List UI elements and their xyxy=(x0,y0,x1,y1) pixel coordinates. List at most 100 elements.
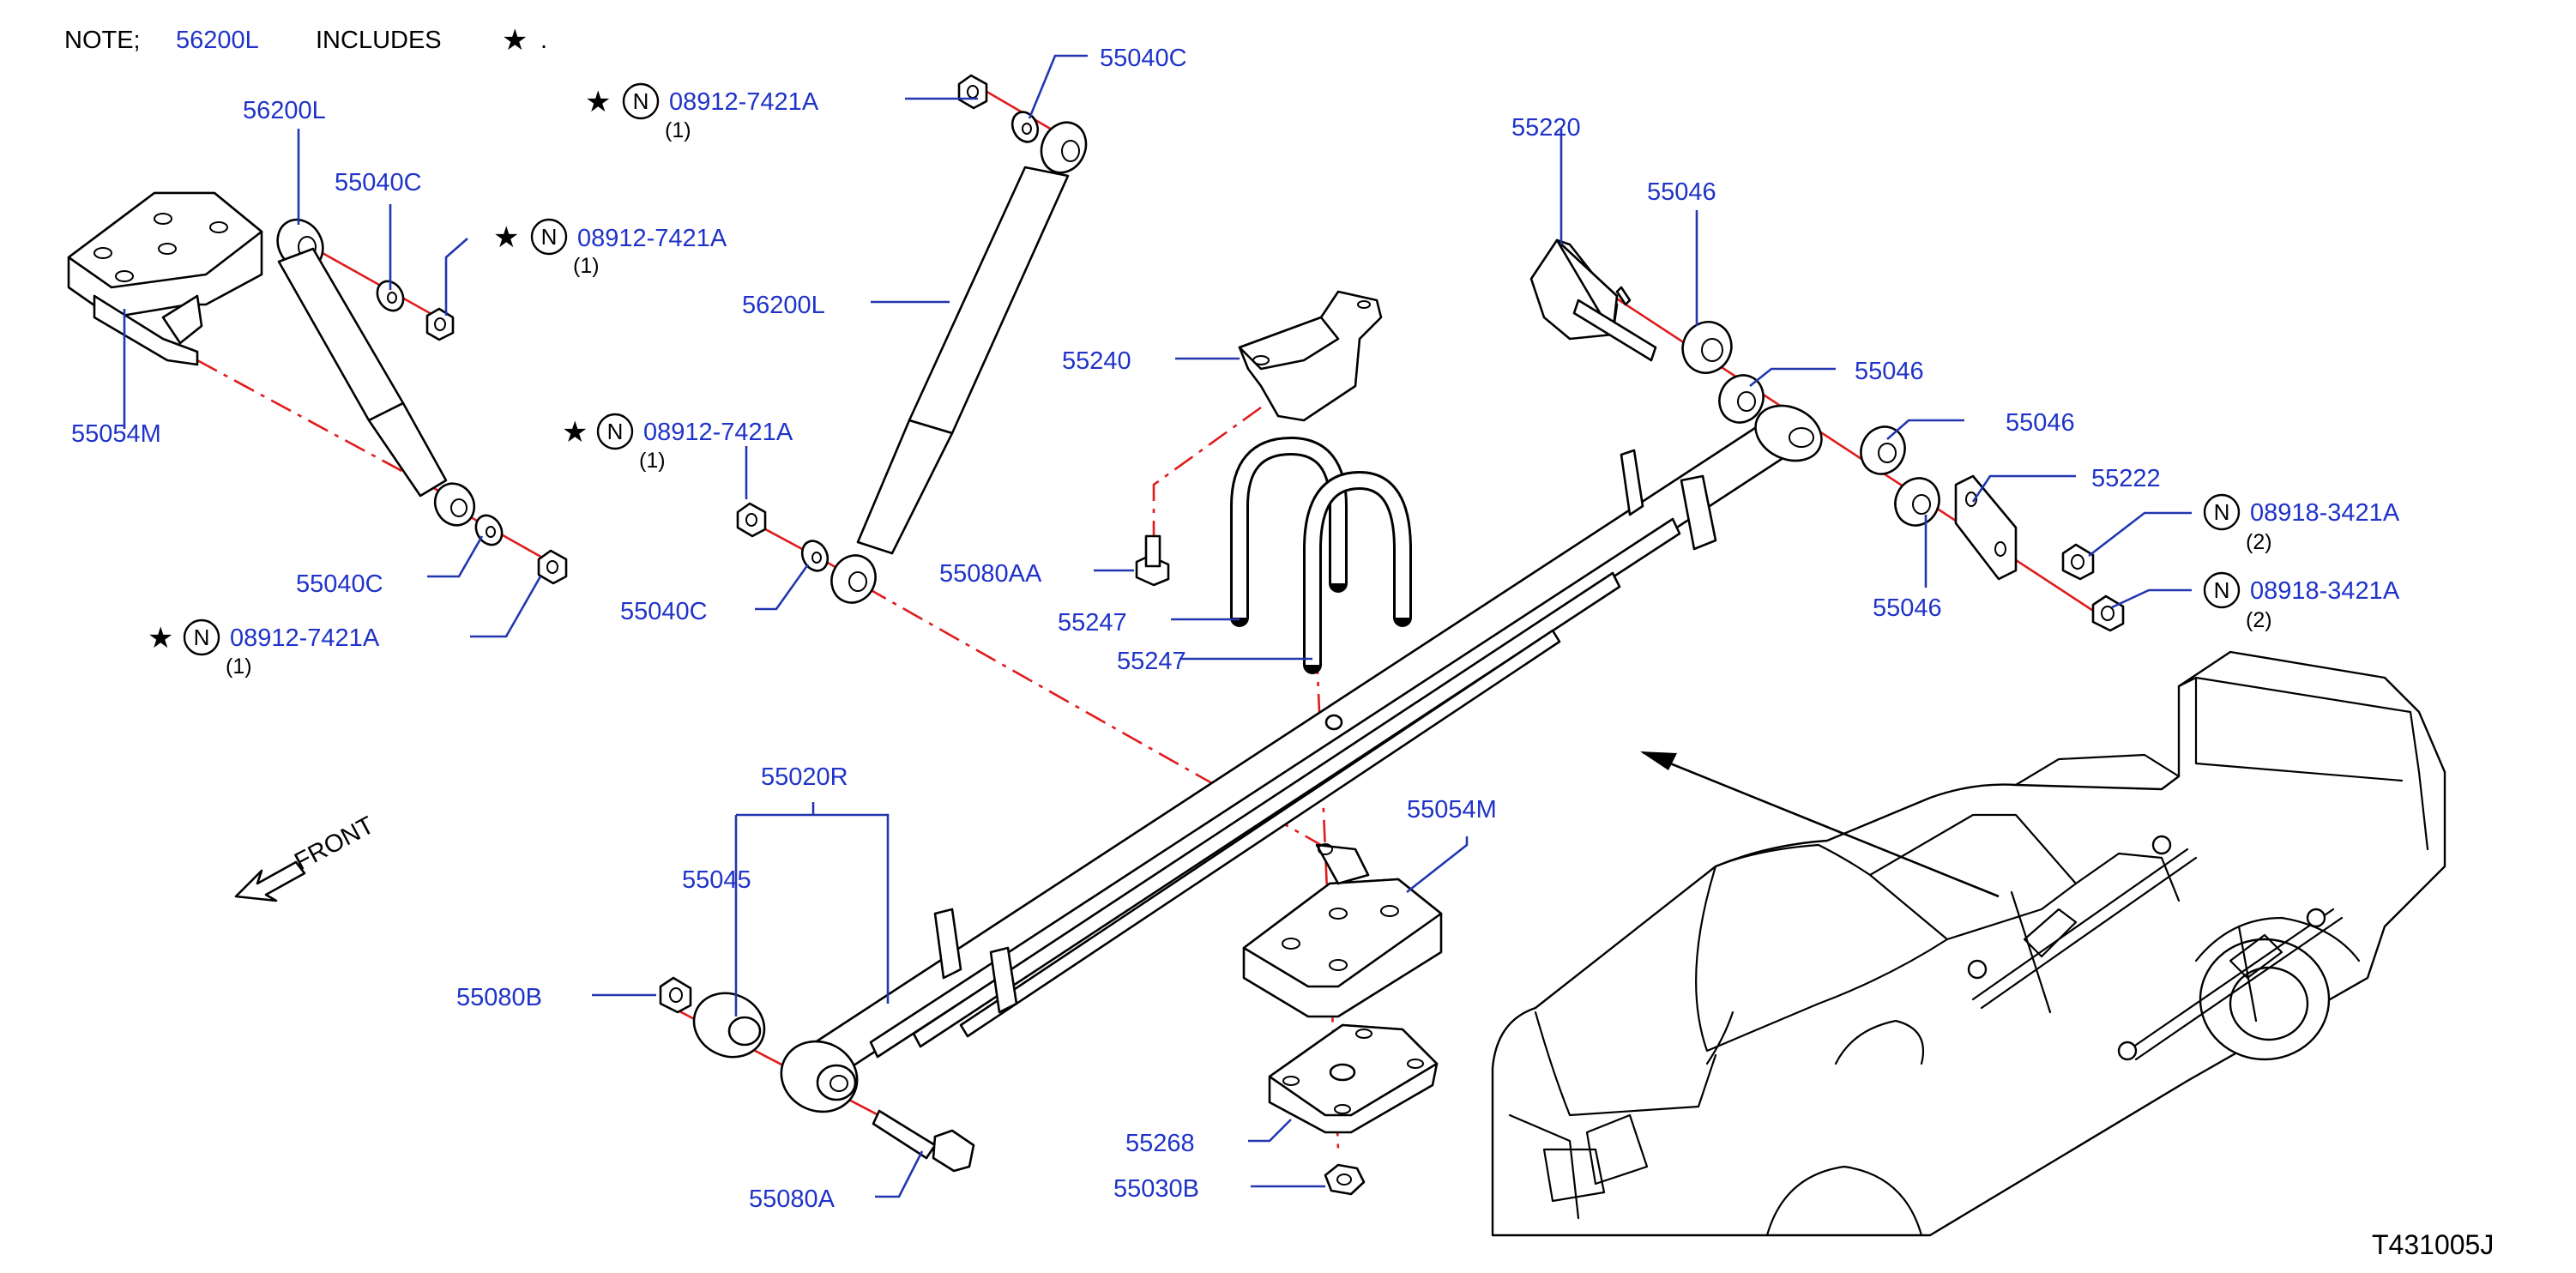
bushing-55046-b[interactable] xyxy=(1712,368,1771,430)
note-suffix: . xyxy=(540,27,547,54)
front-direction: FRONT xyxy=(234,811,379,902)
callout-08912-qty: (1) xyxy=(665,118,691,142)
callout-08912-qty: (1) xyxy=(573,254,600,278)
spring-eye-bushing[interactable] xyxy=(769,1029,868,1125)
note-includes: INCLUDES xyxy=(316,27,442,54)
leaf-spring[interactable] xyxy=(800,395,1831,1087)
callout-55080A[interactable]: 55080A xyxy=(749,1186,836,1213)
centerline-bumper-bolt xyxy=(1152,406,1262,549)
u-bolt-plate-55268[interactable] xyxy=(1268,1023,1439,1134)
n-mark-icon xyxy=(530,218,568,256)
shackle-hanger-55220[interactable] xyxy=(1529,238,1657,362)
n-mark-icon xyxy=(622,82,660,120)
bushing-55046-a[interactable] xyxy=(1674,314,1740,381)
washer-upper-right[interactable] xyxy=(1008,108,1043,146)
callout-08918-part[interactable]: 08918-3421A xyxy=(2250,577,2400,605)
callout-55045[interactable]: 55045 xyxy=(682,866,751,894)
bushing-55046-c[interactable] xyxy=(1854,419,1913,481)
n-mark-letter: N xyxy=(194,624,210,650)
callout-08918-b[interactable]: N 08918-3421A (2) xyxy=(2203,571,2400,632)
callout-55220[interactable]: 55220 xyxy=(1511,114,1581,142)
callout-08918-qty: (2) xyxy=(2246,608,2272,632)
callout-55046-bottom[interactable]: 55046 xyxy=(1873,594,1942,622)
u-bolt-front[interactable] xyxy=(1303,471,1412,674)
callout-55046-right[interactable]: 55046 xyxy=(2006,409,2075,437)
front-arrow-icon xyxy=(234,860,306,902)
callout-08912-a[interactable]: ★ N 08912-7421A (1) xyxy=(585,82,819,142)
callout-55040C-lower-right[interactable]: 55040C xyxy=(620,598,708,625)
n-mark-letter: N xyxy=(633,88,649,114)
truck-illustration xyxy=(1491,650,2446,1237)
star-marker: ★ xyxy=(493,221,519,254)
front-label: FRONT xyxy=(290,811,378,876)
callout-08912-c[interactable]: ★ N 08912-7421A (1) xyxy=(562,413,793,473)
callout-08918-qty: (2) xyxy=(2246,530,2272,554)
n-mark-letter: N xyxy=(541,224,558,250)
shock-absorber-left[interactable] xyxy=(268,212,481,533)
nut-upper-left[interactable] xyxy=(425,307,455,341)
callout-56200L-right[interactable]: 56200L xyxy=(742,292,825,319)
callout-55240[interactable]: 55240 xyxy=(1062,347,1131,375)
note-star: ★ xyxy=(502,24,528,57)
n-mark-icon xyxy=(2203,493,2241,531)
callout-55040C-upper-left[interactable]: 55040C xyxy=(335,169,422,196)
n-mark-letter: N xyxy=(2214,499,2230,525)
bump-stop-bracket[interactable] xyxy=(1238,290,1383,422)
nut-lower-left[interactable] xyxy=(537,549,568,585)
callout-55040C-lower-left[interactable]: 55040C xyxy=(296,570,383,598)
callout-08912-part[interactable]: 08912-7421A xyxy=(669,88,819,116)
callout-56200L-left[interactable]: 56200L xyxy=(243,97,326,124)
shackle-plate-55222[interactable] xyxy=(1954,474,2018,581)
callout-55046-top[interactable]: 55046 xyxy=(1647,178,1716,206)
nut-08918-upper[interactable] xyxy=(2061,543,2095,581)
callout-08912-qty: (1) xyxy=(639,449,666,473)
n-mark-letter: N xyxy=(2214,577,2230,603)
callout-55054M-right[interactable]: 55054M xyxy=(1407,796,1497,824)
callout-55040C-upper-right[interactable]: 55040C xyxy=(1100,45,1187,72)
callout-08912-d[interactable]: ★ N 08912-7421A (1) xyxy=(148,618,380,679)
callout-55268[interactable]: 55268 xyxy=(1125,1130,1195,1157)
bolt-55080AA[interactable] xyxy=(1135,534,1170,587)
centerline-hanger-to-shock xyxy=(196,359,460,504)
washer-lower-left[interactable] xyxy=(471,510,507,549)
bolt-55080A[interactable] xyxy=(872,1109,975,1173)
star-marker: ★ xyxy=(562,416,588,449)
callout-55080AA[interactable]: 55080AA xyxy=(939,560,1042,588)
washer-lower-right-shock[interactable] xyxy=(798,537,833,575)
callout-55030B[interactable]: 55030B xyxy=(1113,1175,1199,1203)
u-bolt-rear[interactable] xyxy=(1230,437,1348,627)
nut-upper-right[interactable] xyxy=(957,74,988,110)
callout-08912-part[interactable]: 08912-7421A xyxy=(230,624,380,652)
centerline-upper-shock-bolt xyxy=(306,243,438,319)
nut-55030B[interactable] xyxy=(1324,1163,1366,1196)
nut-55080B[interactable] xyxy=(659,976,692,1014)
callout-55247-rear[interactable]: 55247 xyxy=(1058,609,1127,636)
callout-08918-a[interactable]: N 08918-3421A (2) xyxy=(2203,493,2400,554)
star-marker: ★ xyxy=(148,622,173,655)
callout-55020R[interactable]: 55020R xyxy=(761,763,848,791)
nut-lower-right-shock[interactable] xyxy=(736,502,767,538)
diagram-code: T431005J xyxy=(2372,1229,2494,1260)
callout-08912-part[interactable]: 08912-7421A xyxy=(577,225,727,252)
shock-absorber-right[interactable] xyxy=(824,115,1095,610)
spring-hanger-left[interactable] xyxy=(67,191,263,366)
callout-55054M-left[interactable]: 55054M xyxy=(71,420,161,448)
callout-55080B[interactable]: 55080B xyxy=(456,984,542,1011)
n-mark-icon xyxy=(2203,571,2241,609)
callout-55247-front[interactable]: 55247 xyxy=(1117,648,1186,675)
note-header: NOTE; 56200L INCLUDES ★ . xyxy=(64,24,547,57)
callout-08918-part[interactable]: 08918-3421A xyxy=(2250,499,2400,527)
n-mark-icon xyxy=(596,413,634,450)
callout-55222[interactable]: 55222 xyxy=(2091,465,2161,492)
bushing-55045[interactable] xyxy=(684,982,775,1069)
spring-seat-55054M[interactable] xyxy=(1242,843,1443,1018)
note-part-number[interactable]: 56200L xyxy=(176,27,259,54)
callout-08912-b[interactable]: ★ N 08912-7421A (1) xyxy=(493,218,727,278)
nut-08918-lower[interactable] xyxy=(2091,594,2125,632)
callout-08912-part[interactable]: 08912-7421A xyxy=(643,419,793,446)
callout-labels: 56200L 55040C 55054M 55040C 55040C 55040… xyxy=(71,45,2161,1213)
callout-55046-middle[interactable]: 55046 xyxy=(1855,358,1924,385)
bushing-55046-d[interactable] xyxy=(1888,471,1947,533)
washer-upper-left[interactable] xyxy=(372,276,408,315)
